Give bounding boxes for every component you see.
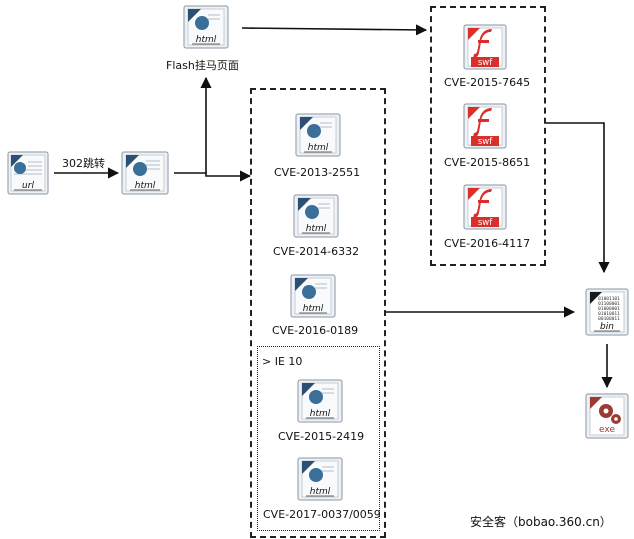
redirect-label: 302跳转 (62, 157, 105, 170)
cve-2013-2551-html-icon: html (295, 113, 341, 157)
swf-exploit-group (430, 6, 546, 266)
exe-file-icon: exe (585, 393, 629, 439)
cve-2016-0189-icon-text: html (303, 304, 324, 314)
arrow-landing-to-cve-group (174, 170, 252, 182)
cve-2017-0037-html-icon: html (297, 457, 343, 501)
bin-bit-row-4: 01010011 (598, 311, 620, 317)
bin-icon-text: bin (600, 322, 614, 332)
arrow-swf-group-to-bin (546, 122, 610, 274)
landing-html-icon: html (121, 151, 169, 195)
cve-2013-2551-icon-text: html (308, 143, 329, 153)
cve-2017-0037-icon-text: html (310, 487, 331, 497)
bin-file-icon: 01001101 01100001 01000001 01010011 0010… (585, 288, 629, 336)
cve-2015-8651-icon-text: swf (478, 137, 493, 147)
url-icon-text: url (22, 181, 34, 191)
flash-page-icon-text: html (196, 35, 217, 45)
arrow-flash-page-to-swf-group (241, 24, 428, 36)
html-exploit-group (250, 88, 386, 538)
cve-2014-6332-icon-text: html (306, 224, 327, 234)
flash-page-label: Flash挂马页面 (166, 59, 239, 72)
cve-2015-7645-swf-icon: swf (463, 24, 507, 70)
cve-2016-4117-label: CVE-2016-4117 (444, 237, 531, 250)
cve-2015-8651-swf-icon: swf (463, 103, 507, 149)
cve-2015-7645-label: CVE-2015-7645 (444, 76, 531, 89)
bin-bit-row-1: 01001101 (598, 296, 620, 302)
cve-2015-2419-icon-text: html (310, 409, 331, 419)
cve-2015-7645-icon-text: swf (478, 58, 493, 68)
bin-bit-row-2: 01100001 (598, 301, 620, 307)
cve-2015-8651-label: CVE-2015-8651 (444, 156, 531, 169)
flash-page-html-icon: html (183, 5, 229, 49)
ie10-exploit-group (257, 346, 380, 531)
bin-bit-row-3: 01000001 (598, 306, 620, 312)
cve-2016-4117-swf-icon: swf (463, 184, 507, 230)
cve-2014-6332-label: CVE-2014-6332 (273, 245, 360, 258)
bin-bit-row-5: 00100011 (598, 316, 620, 322)
cve-2014-6332-html-icon: html (293, 194, 339, 238)
cve-2013-2551-label: CVE-2013-2551 (274, 166, 361, 179)
cve-2015-2419-label: CVE-2015-2419 (278, 430, 365, 443)
cve-2016-0189-label: CVE-2016-0189 (272, 324, 359, 337)
watermark: 安全客（bobao.360.cn） (470, 515, 612, 529)
ie10-label: > IE 10 (262, 355, 303, 368)
landing-icon-text: html (135, 181, 156, 191)
cve-2016-0189-html-icon: html (290, 274, 336, 318)
exe-icon-text: exe (599, 425, 615, 435)
url-file-icon: url (7, 151, 49, 195)
cve-2016-4117-icon-text: swf (478, 218, 493, 228)
cve-2017-0037-label: CVE-2017-0037/0059 (263, 508, 381, 521)
cve-2015-2419-html-icon: html (297, 379, 343, 423)
